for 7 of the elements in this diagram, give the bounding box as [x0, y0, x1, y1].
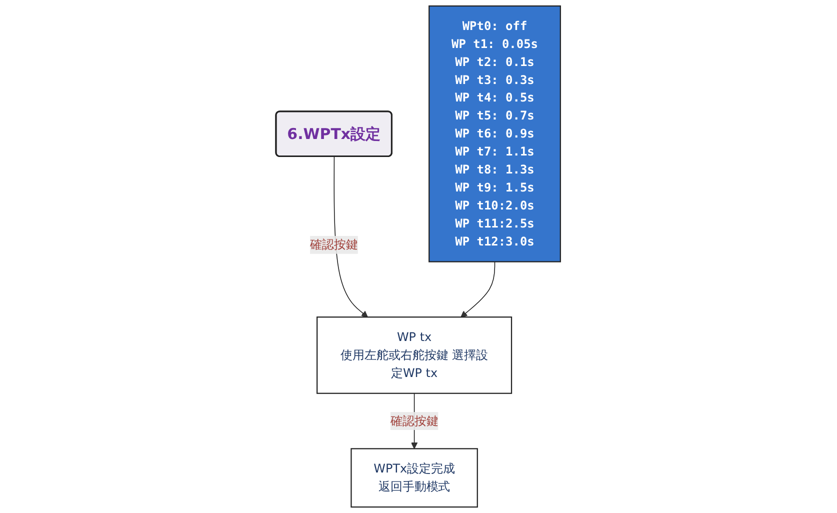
node-box: WP tx 使用左舵或右舵按鍵 選擇設定WP tx	[316, 316, 512, 394]
arrow	[460, 261, 496, 318]
node-box: WPTx設定完成 返回手動模式	[350, 448, 478, 508]
node-box: WPt0: off WP t1: 0.05s WP t2: 0.1s WP t3: 0.3s WP t4: 0.5s WP t5: 0.7s WP t6: 0.9s WP t7: 1.1s WP t8: 1.3s WP t9: 1.5s WP t10:2.0s WP t11:2.5s WP t12:3.0s	[428, 5, 562, 262]
edge-label: 確認按鍵	[310, 237, 358, 252]
edge-label: 確認按鍵	[390, 414, 439, 428]
arrow	[334, 156, 368, 318]
